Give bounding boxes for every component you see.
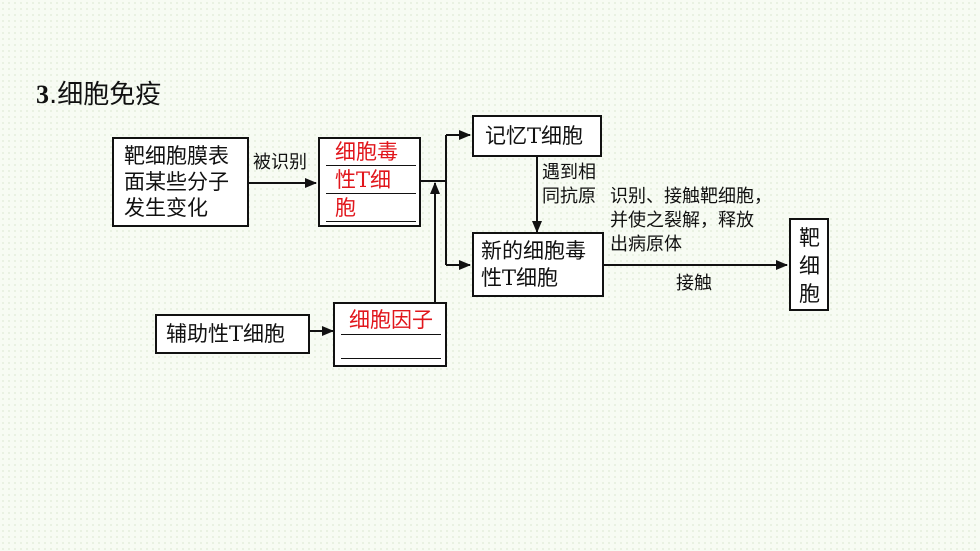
node-line: 性T细胞 — [481, 266, 559, 290]
node-line: 面某些分子 — [124, 170, 229, 194]
memory-t-cell-box: 记忆T细胞 — [472, 115, 602, 157]
edge-label-same-antigen: 同抗原 — [542, 186, 596, 207]
answer-line: 性T细 — [335, 168, 392, 192]
node-line: 发生变化 — [124, 196, 208, 220]
cytokine-box: 细胞因子 — [333, 302, 447, 367]
answer-line: 胞 — [335, 196, 356, 220]
node-line: 新的细胞毒 — [481, 239, 586, 263]
edge-label-contact: 接触 — [676, 273, 712, 294]
edge-label-same-antigen: 遇到相 — [542, 162, 596, 183]
blank-line — [326, 165, 416, 166]
node-line: 靶细胞膜表 — [124, 144, 229, 168]
answer-line: 细胞毒 — [335, 140, 398, 164]
blank-line — [326, 221, 416, 222]
section-number: 3 — [36, 80, 49, 109]
edge-label-recognize-contact: 出病原体 — [610, 234, 682, 255]
node-char: 细 — [799, 254, 820, 278]
node-label: 辅助性T细胞 — [166, 322, 286, 346]
edge-label-recognize-contact: 并使之裂解，释放 — [610, 210, 754, 231]
node-char: 胞 — [799, 282, 820, 306]
answer-text: 细胞因子 — [349, 308, 433, 332]
blank-line — [341, 334, 441, 335]
node-char: 靶 — [799, 226, 820, 250]
page-title: 3.细胞免疫 — [36, 74, 161, 111]
blank-line — [326, 193, 416, 194]
edge-label-recognized: 被识别 — [253, 152, 307, 173]
cytotoxic-t-cell-box: 细胞毒 性T细 胞 — [318, 137, 421, 227]
target-cell-change-box: 靶细胞膜表 面某些分子 发生变化 — [112, 137, 249, 227]
blank-line — [341, 358, 441, 359]
new-cytotoxic-t-cell-box: 新的细胞毒 性T细胞 — [472, 232, 604, 297]
target-cell-box: 靶 细 胞 — [789, 218, 829, 311]
section-title: .细胞免疫 — [49, 80, 162, 110]
edge-label-recognize-contact: 识别、接触靶细胞， — [610, 186, 772, 207]
node-label: 记忆T细胞 — [485, 124, 584, 148]
helper-t-cell-box: 辅助性T细胞 — [155, 314, 310, 354]
